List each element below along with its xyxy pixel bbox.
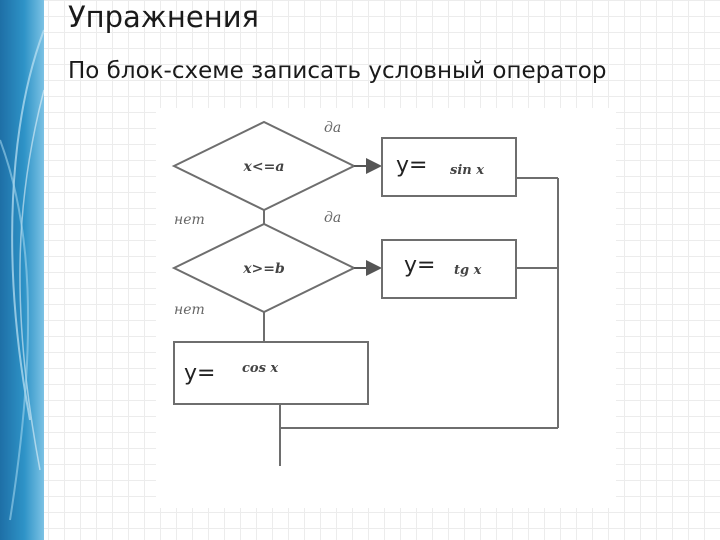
slide-subtitle: По блок-схеме записать условный оператор bbox=[68, 58, 606, 84]
condition-2-text: x>=b bbox=[242, 261, 285, 277]
no-label-2: нет bbox=[174, 302, 205, 318]
flowchart-diagram: x<=a да y= sin x нет да x>=b y= tg x нет… bbox=[156, 108, 616, 508]
action-2-expr: tg x bbox=[454, 263, 482, 278]
flowchart-image: x<=a да y= sin x нет да x>=b y= tg x нет… bbox=[156, 108, 616, 508]
action-3-prefix: y= bbox=[184, 361, 215, 386]
no-label-1: нет bbox=[174, 212, 205, 228]
yes-label-2: да bbox=[324, 210, 341, 226]
action-box-2 bbox=[382, 240, 516, 298]
yes-label-1: да bbox=[324, 120, 341, 136]
action-2-prefix: y= bbox=[404, 253, 435, 278]
swirl-decoration bbox=[0, 0, 44, 540]
action-1-prefix: y= bbox=[396, 153, 427, 178]
condition-1-text: x<=a bbox=[243, 159, 285, 175]
slide-title: Упражнения bbox=[68, 0, 259, 34]
action-3-expr: cos x bbox=[242, 361, 278, 376]
decorative-side-band bbox=[0, 0, 44, 540]
action-1-expr: sin x bbox=[450, 163, 484, 178]
